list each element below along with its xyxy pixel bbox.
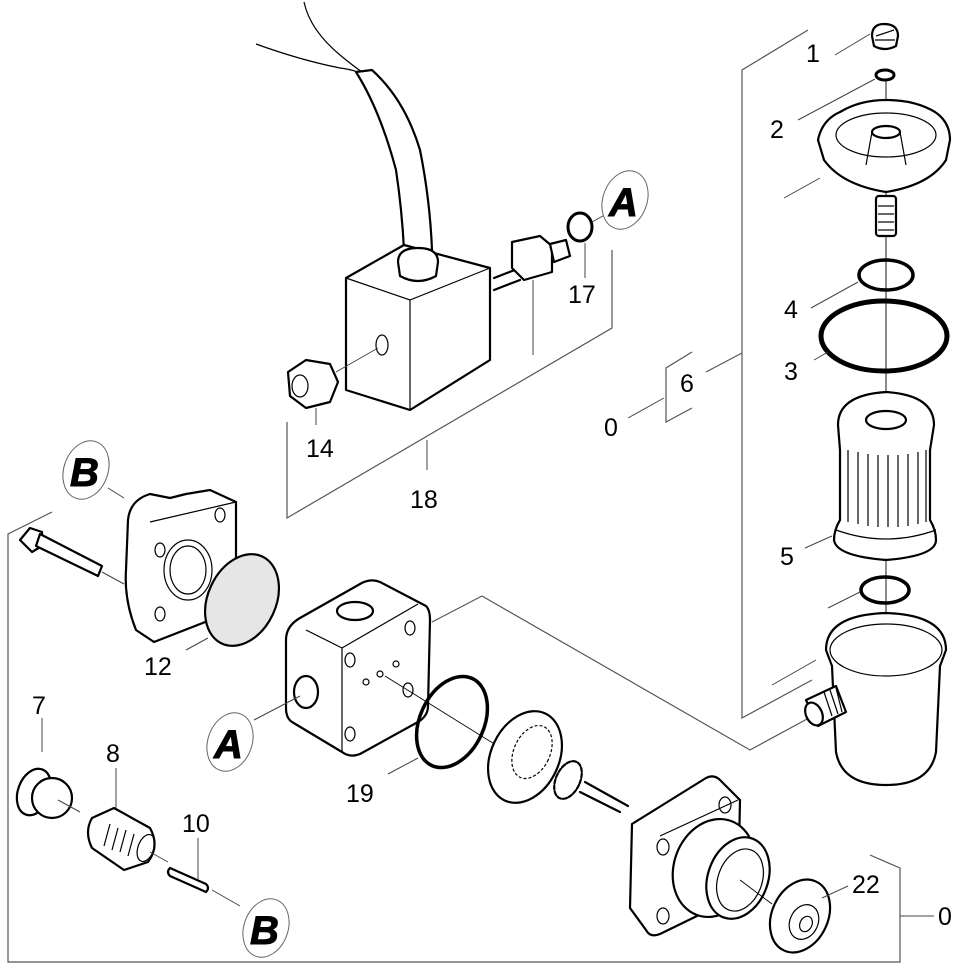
part-4-oring[interactable] (857, 258, 915, 292)
part-valve-block[interactable] (284, 579, 432, 757)
part-bolt[interactable] (18, 526, 125, 585)
label-4: 4 (784, 296, 798, 324)
label-3: 3 (784, 358, 798, 386)
pump-group-bracket (7, 511, 934, 963)
part-18-solenoid-valve[interactable] (255, 1, 572, 412)
part-10-pin[interactable] (166, 866, 210, 894)
part-pinion-gear[interactable] (549, 757, 630, 814)
part-2-small-oring[interactable] (874, 68, 896, 82)
label-7: 7 (32, 692, 46, 720)
part-12-diaphragm[interactable] (191, 542, 293, 658)
ref-b-label-bottom: B (250, 909, 279, 953)
ref-a-top: A (591, 170, 649, 230)
ref-b-top: B (62, 440, 125, 500)
valve-group-bracket (286, 250, 613, 520)
part-gear-ring[interactable] (474, 699, 576, 815)
part-3-large-oring[interactable] (818, 298, 950, 374)
label-8: 8 (106, 740, 120, 768)
part-5-filter-element[interactable] (832, 390, 938, 562)
label-10: 10 (182, 810, 210, 838)
label-5: 5 (780, 543, 794, 571)
part-filter-bowl[interactable] (802, 611, 948, 787)
label-17: 17 (568, 281, 596, 309)
part-1-screw-plug[interactable] (870, 22, 900, 51)
part-filter-cover-knob[interactable] (816, 98, 952, 238)
label-22: 22 (852, 871, 880, 899)
label-12: 12 (144, 653, 172, 681)
label-1: 1 (806, 40, 820, 68)
label-group-0-filter: 0 (604, 414, 618, 442)
part-14-nut[interactable] (286, 358, 340, 410)
label-2: 2 (770, 116, 784, 144)
ref-a-label-top: A (608, 181, 638, 225)
part-7-plug[interactable] (11, 764, 74, 820)
label-group-0-pump: 0 (938, 903, 952, 931)
ref-b-bottom: B (211, 889, 290, 958)
ref-b-label-top: B (70, 451, 99, 495)
part-17-oring[interactable] (566, 211, 594, 243)
part-8-threaded-insert[interactable] (86, 806, 158, 872)
part-filter-bowl-oring[interactable] (859, 575, 911, 605)
part-19-oring[interactable] (403, 665, 502, 779)
label-14: 14 (306, 435, 334, 463)
part-pump-flange[interactable] (628, 775, 781, 937)
ref-a-label-bottom: A (213, 723, 243, 767)
label-18: 18 (410, 486, 438, 514)
filter-group-bracket (627, 29, 813, 720)
output-axis (739, 879, 773, 905)
label-19: 19 (346, 780, 374, 808)
part-22-bearing[interactable] (759, 870, 842, 963)
ref-a-bottom: A (206, 695, 301, 772)
label-6: 6 (680, 370, 694, 398)
